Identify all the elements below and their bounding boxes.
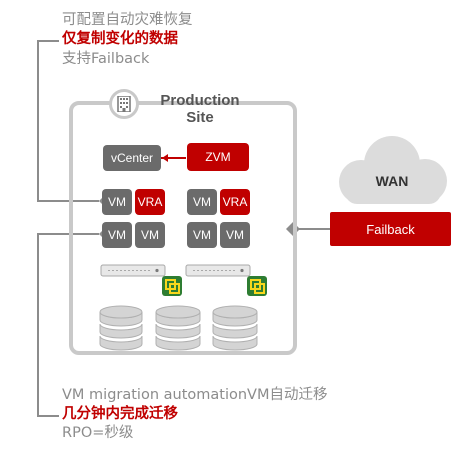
vra-box-right: VRA (220, 189, 250, 215)
storage-icon-1 (99, 305, 143, 351)
site-title-line1: Production (160, 92, 240, 109)
server-icon-right (185, 264, 251, 277)
wan-label: WAN (375, 173, 409, 189)
building-icon (109, 89, 139, 119)
note-bottom-line1: VM migration automationVM自动迁移 (62, 387, 328, 403)
server-icon-left (100, 264, 166, 277)
top-bracket-top (37, 40, 59, 42)
vm-box-left-1: VM (102, 189, 132, 215)
bottom-bracket-connector (37, 233, 99, 235)
note-top-line3: 支持Failback (62, 51, 150, 67)
note-bottom-line3: RPO=秒级 (62, 425, 134, 441)
hypervisor-icon-left (162, 276, 182, 296)
zvm-box: ZVM (187, 143, 249, 171)
storage-icon-2 (155, 305, 201, 351)
top-bracket-connector (37, 200, 99, 202)
note-top-line1: 可配置自动灾难恢复 (62, 12, 193, 28)
top-bracket-vertical (37, 40, 39, 202)
vm-box-right-3: VM (220, 222, 250, 248)
note-top-line2: 仅复制变化的数据 (62, 31, 178, 47)
vm-box-right-2: VM (187, 222, 217, 248)
site-title: Production Site (145, 92, 255, 126)
vcenter-box: vCenter (103, 145, 161, 171)
hypervisor-icon-right (247, 276, 267, 296)
failback-button: Failback (330, 212, 451, 246)
bottom-bracket-vertical (37, 233, 39, 417)
wan-cloud-icon (339, 136, 447, 204)
vra-box-left: VRA (135, 189, 165, 215)
site-title-line2: Site (186, 109, 214, 126)
vm-box-left-3: VM (135, 222, 165, 248)
bottom-bracket-bottom (37, 415, 59, 417)
vcenter-arrowhead (162, 154, 168, 162)
storage-icon-3 (212, 305, 258, 351)
note-bottom-line2: 几分钟内完成迁移 (62, 406, 178, 422)
vm-box-left-2: VM (102, 222, 132, 248)
production-site-frame (69, 101, 297, 355)
vm-box-right-1: VM (187, 189, 217, 215)
